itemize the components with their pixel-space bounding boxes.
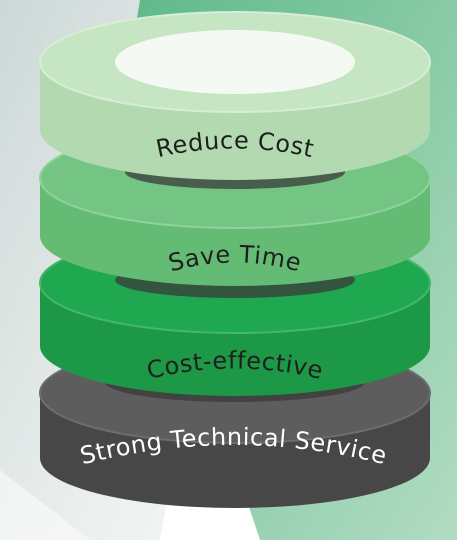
top-highlight: [115, 30, 355, 94]
backdrop-corner: [0, 470, 90, 540]
layer-reduce-cost: Reduce Cost: [39, 11, 431, 189]
